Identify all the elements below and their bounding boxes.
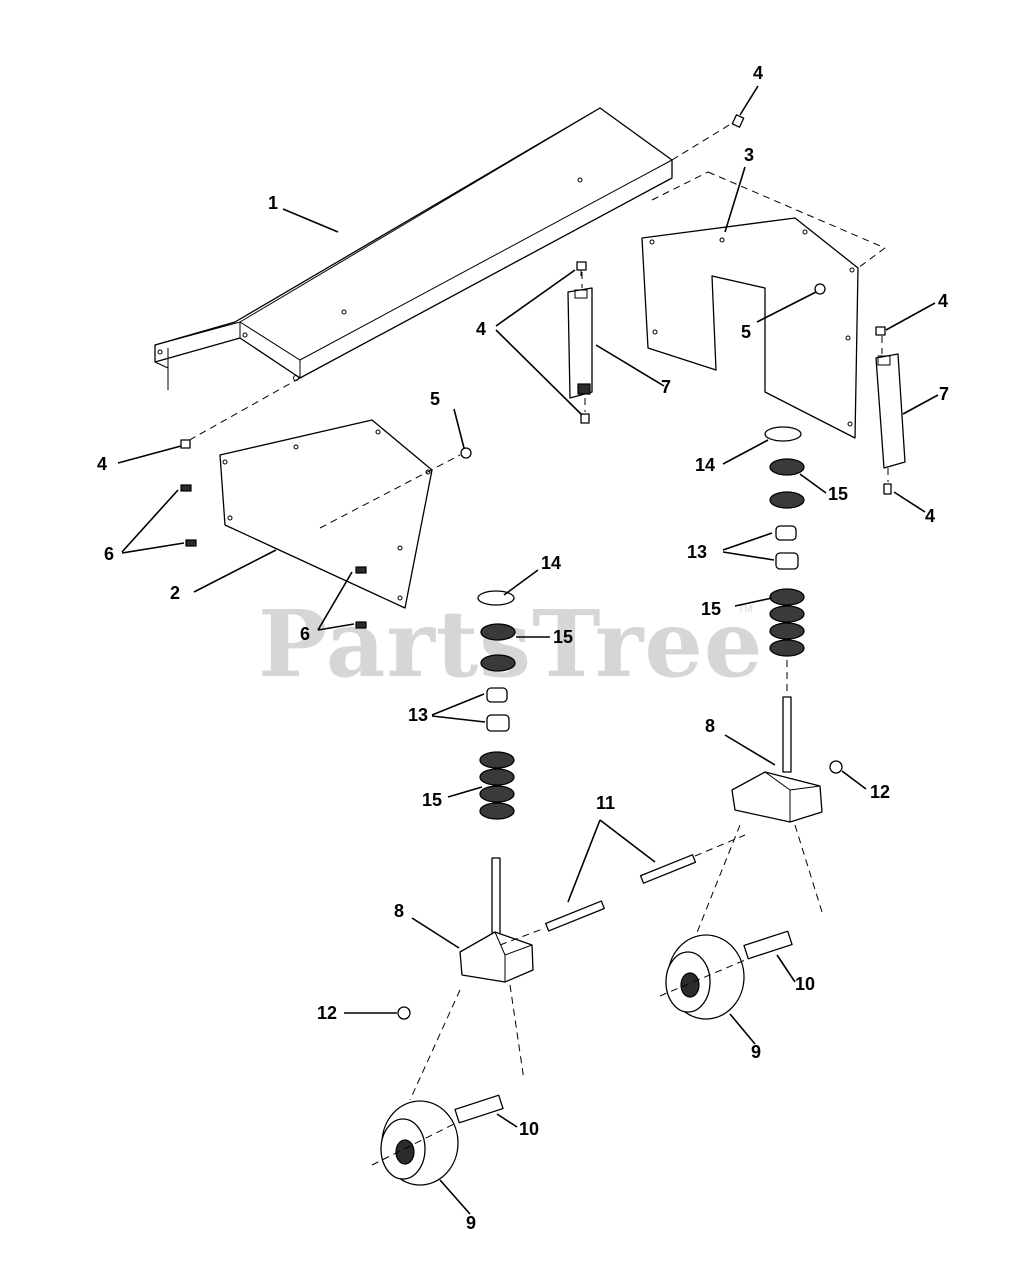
part-9-wheel-right[interactable]: [659, 934, 746, 1020]
part-15-spacers-right-upper[interactable]: [769, 458, 805, 509]
part-15-spacers-right-lower[interactable]: [769, 588, 805, 657]
callout-4-bracket: 4: [476, 319, 486, 339]
part-11-bolt-right[interactable]: [639, 834, 746, 884]
callout-15-left-lower: 15: [422, 790, 442, 810]
part-2-side-panel[interactable]: [219, 419, 461, 609]
callout-6-lower: 6: [300, 624, 310, 644]
callout-7-left: 7: [661, 377, 671, 397]
part-10-spacer-right[interactable]: [743, 930, 793, 960]
part-13-bushings-right[interactable]: [775, 525, 799, 570]
part-5-nut-plate[interactable]: [814, 283, 826, 295]
callout-4-right-bottom: 4: [925, 506, 935, 526]
callout-4-top: 4: [753, 63, 763, 83]
part-11-bolt-left[interactable]: [499, 900, 605, 946]
callout-5-plate: 5: [741, 322, 751, 342]
leader-lines: [117, 85, 939, 1215]
callout-11: 11: [596, 793, 615, 813]
part-15-spacers-left-upper[interactable]: [480, 623, 516, 672]
part-7-bracket-left[interactable]: [567, 272, 593, 412]
part-13-bushings-left[interactable]: [486, 687, 510, 732]
part-7-bracket-right[interactable]: [875, 336, 906, 482]
callout-4-left: 4: [97, 454, 107, 474]
part-4-screw-left-bracket-top[interactable]: [576, 261, 587, 276]
callout-13-left: 13: [408, 705, 428, 725]
part-9-wheel-left[interactable]: [371, 1100, 459, 1186]
callout-15-left-upper: 15: [553, 627, 573, 647]
callout-14-right: 14: [695, 455, 715, 475]
callout-12-right: 12: [870, 782, 890, 802]
callout-5-panel: 5: [430, 389, 440, 409]
part-6-screws-upper[interactable]: [180, 484, 197, 547]
callout-14-left: 14: [541, 553, 561, 573]
callout-9-left: 9: [466, 1213, 476, 1233]
part-4-screw-top[interactable]: [731, 114, 745, 128]
callout-labels: 1 2 3 4 4 4 4 4 5 5 6 6 7 7 8 8 9 9 10 1…: [97, 63, 949, 1233]
callout-13-right: 13: [687, 542, 707, 562]
callout-10-left: 10: [519, 1119, 539, 1139]
callout-8-left: 8: [394, 901, 404, 921]
callout-9-right: 9: [751, 1042, 761, 1062]
part-4-screw-right-bracket-bottom[interactable]: [883, 483, 892, 495]
part-4-screw-right-bracket-top[interactable]: [875, 326, 886, 336]
callout-1: 1: [268, 193, 278, 213]
part-12-nut-right[interactable]: [829, 760, 843, 774]
parts-tree-watermark: PartsTree: [258, 590, 763, 698]
part-8-caster-fork-right[interactable]: [689, 660, 823, 951]
part-4-screw-cover[interactable]: [180, 439, 191, 449]
callout-15-right-upper: 15: [828, 484, 848, 504]
callout-12-left: 12: [317, 1003, 337, 1023]
callout-3: 3: [744, 145, 754, 165]
callout-10-right: 10: [795, 974, 815, 994]
watermark-trademark: TM: [738, 604, 752, 615]
part-1-cover[interactable]: [154, 107, 735, 443]
part-15-spacers-left-lower[interactable]: [479, 751, 515, 820]
callout-8-right: 8: [705, 716, 715, 736]
part-4-screw-left-bracket-bottom[interactable]: [580, 413, 590, 424]
callout-4-right-top: 4: [938, 291, 948, 311]
part-3-bracket-plate[interactable]: [641, 171, 886, 439]
part-6-screws-lower[interactable]: [355, 566, 367, 629]
callout-2: 2: [170, 583, 180, 603]
part-10-spacer-left[interactable]: [454, 1094, 504, 1124]
part-12-nut-left[interactable]: [397, 1006, 411, 1020]
part-14-washer-left[interactable]: [477, 590, 515, 606]
callout-15-right-lower: 15: [701, 599, 721, 619]
callout-6-upper: 6: [104, 544, 114, 564]
callout-7-right: 7: [939, 384, 949, 404]
part-8-caster-fork-left[interactable]: [409, 857, 534, 1101]
part-14-washer-right[interactable]: [764, 426, 802, 442]
part-5-nut-panel[interactable]: [460, 447, 472, 459]
